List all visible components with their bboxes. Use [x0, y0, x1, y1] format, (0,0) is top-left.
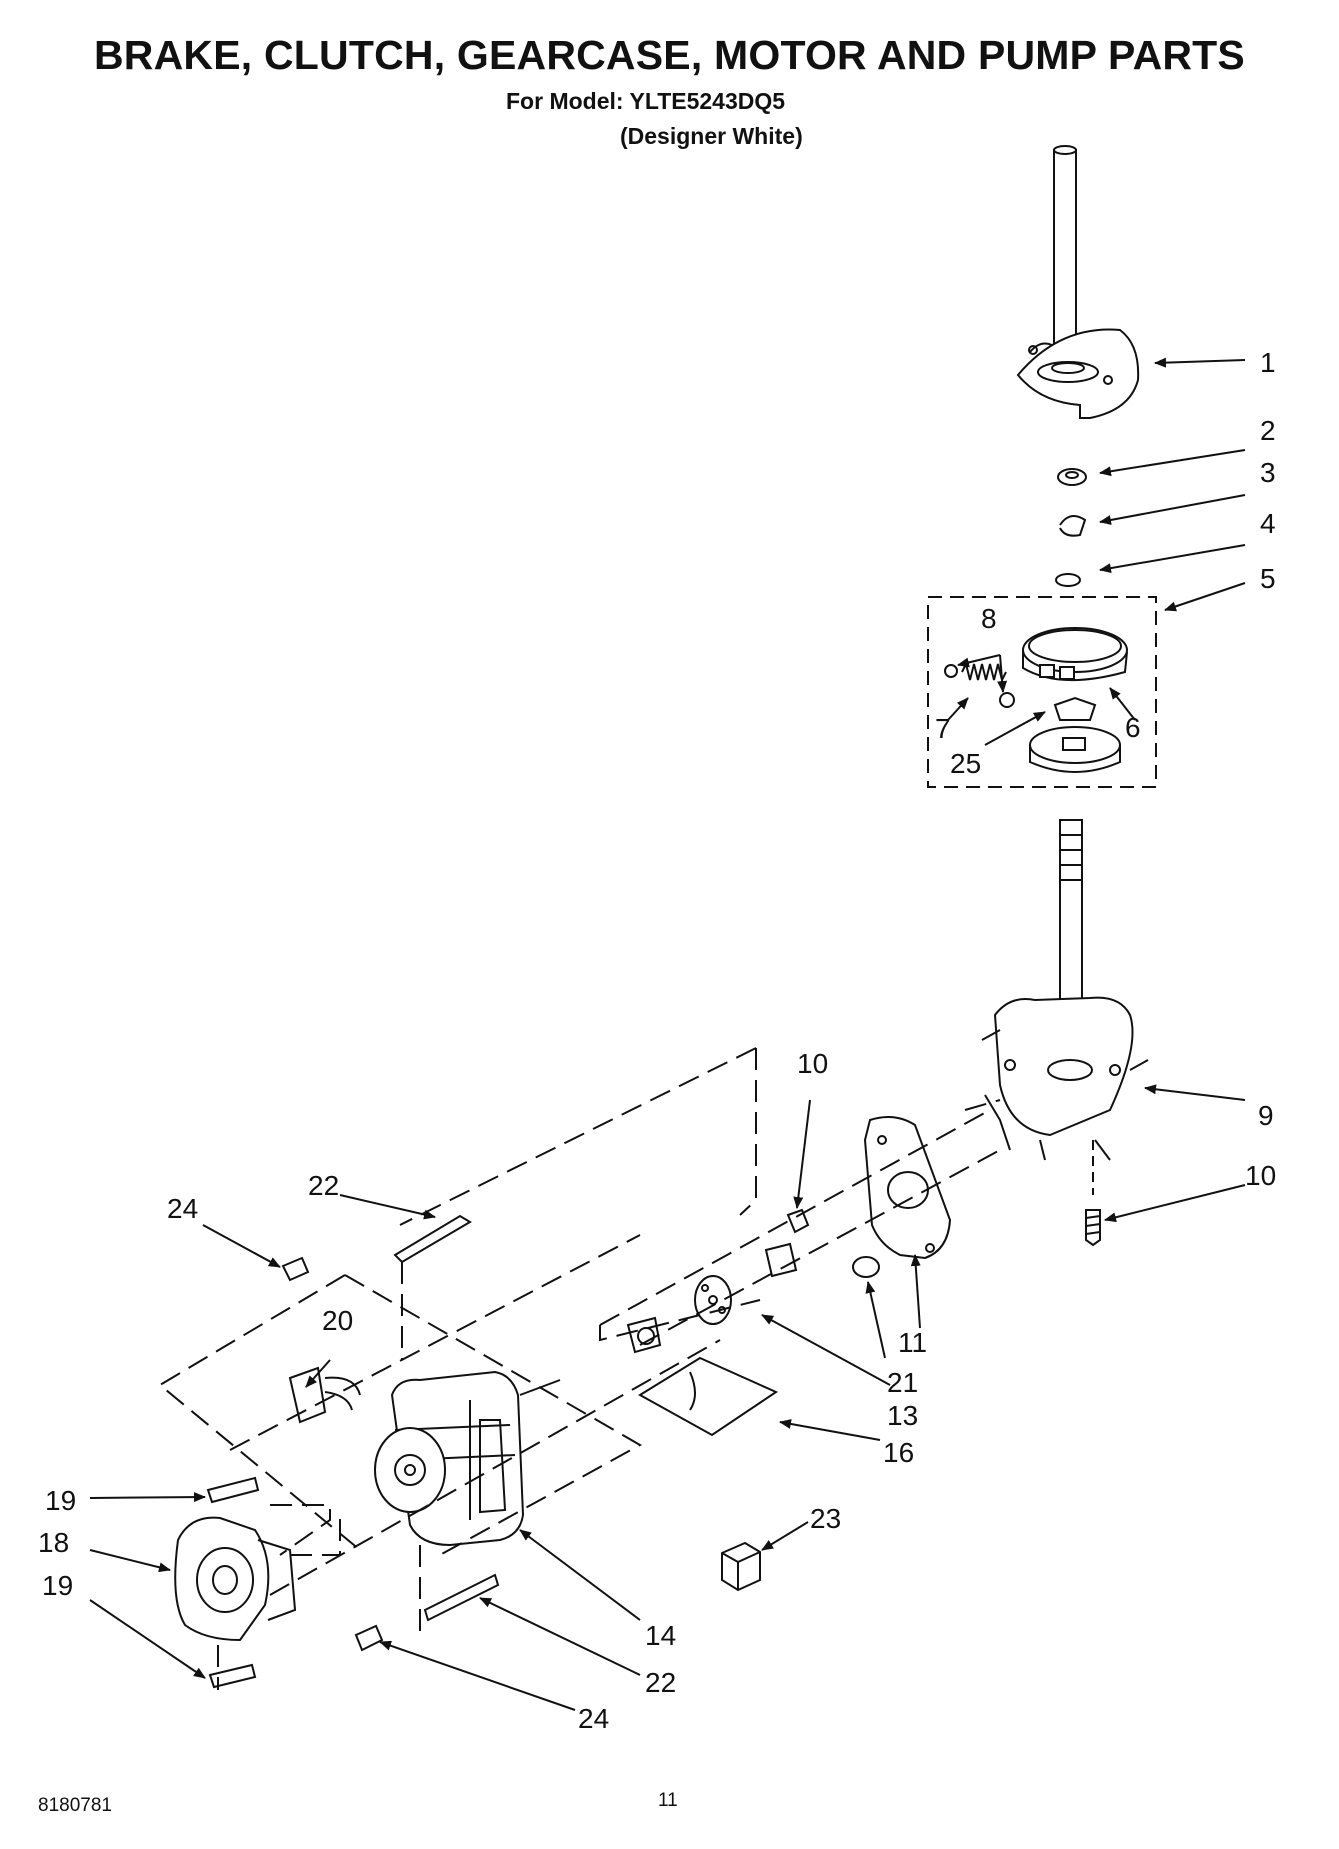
callout-20: 20: [322, 1305, 353, 1336]
page-title: BRAKE, CLUTCH, GEARCASE, MOTOR AND PUMP …: [94, 32, 1245, 78]
callout-8: 8: [981, 603, 997, 634]
pump-part: [174, 1516, 297, 1642]
callout-5: 5: [1260, 563, 1276, 594]
bolt-part: [786, 1208, 810, 1234]
clutch-hub-part: [1029, 696, 1121, 773]
screw-part-lower: [354, 1624, 384, 1652]
gearcase-part: [981, 819, 1149, 1161]
callout-4: 4: [1260, 508, 1276, 539]
page-number: 11: [658, 1790, 678, 1811]
motor-part: [374, 1370, 561, 1547]
brake-assembly-part: [1016, 145, 1140, 419]
callout-19-lower: 19: [42, 1570, 73, 1601]
callout-13: 13: [887, 1400, 918, 1431]
callout-11-right: 11: [898, 1327, 927, 1358]
callout-7: 7: [935, 713, 951, 744]
callout-10-right: 10: [1245, 1160, 1276, 1191]
color-subtitle: (Designer White): [620, 123, 803, 149]
strap-part: [393, 1214, 472, 1264]
retaining-ring-part: [1059, 515, 1087, 537]
callout-3: 3: [1260, 457, 1276, 488]
callout-14: 14: [645, 1620, 676, 1651]
clip-part: [206, 1476, 260, 1504]
screw-part-upper: [281, 1256, 310, 1282]
clutch-band-part: [1022, 627, 1128, 682]
callout-18: 18: [38, 1527, 69, 1558]
callout-23: 23: [810, 1503, 841, 1534]
clutch-assembly-box: [927, 596, 1157, 788]
block-part: [721, 1541, 761, 1592]
model-subtitle: For Model: YLTE5243DQ5: [506, 88, 786, 114]
callout-24-lower: 24: [578, 1703, 609, 1734]
callout-24-upper: 24: [167, 1193, 198, 1224]
plug-part: [852, 1256, 880, 1278]
callout-1: 1: [1260, 347, 1276, 378]
coupling-part: [626, 1242, 798, 1354]
strap-part-lower: [423, 1573, 500, 1622]
callout-22-upper: 22: [308, 1170, 339, 1201]
callout-16: 16: [883, 1437, 914, 1468]
spring-and-pads-part: [944, 661, 1015, 708]
mounting-plate-part: [863, 1115, 952, 1260]
callout-9: 9: [1258, 1100, 1274, 1131]
pad-part: [638, 1356, 779, 1437]
callout-2: 2: [1260, 415, 1276, 446]
callout-10-left: 10: [797, 1048, 828, 1079]
callout-22-lower: 22: [645, 1667, 676, 1698]
document-number: 8180781: [38, 1795, 112, 1816]
screw-part: [1085, 1209, 1101, 1247]
callout-21: 21: [887, 1367, 918, 1398]
clip-part-lower: [208, 1663, 257, 1689]
snap-ring-part: [1055, 573, 1081, 587]
callout-19-upper: 19: [45, 1485, 76, 1516]
callout-6: 6: [1125, 712, 1141, 743]
callout-25: 25: [950, 748, 981, 779]
